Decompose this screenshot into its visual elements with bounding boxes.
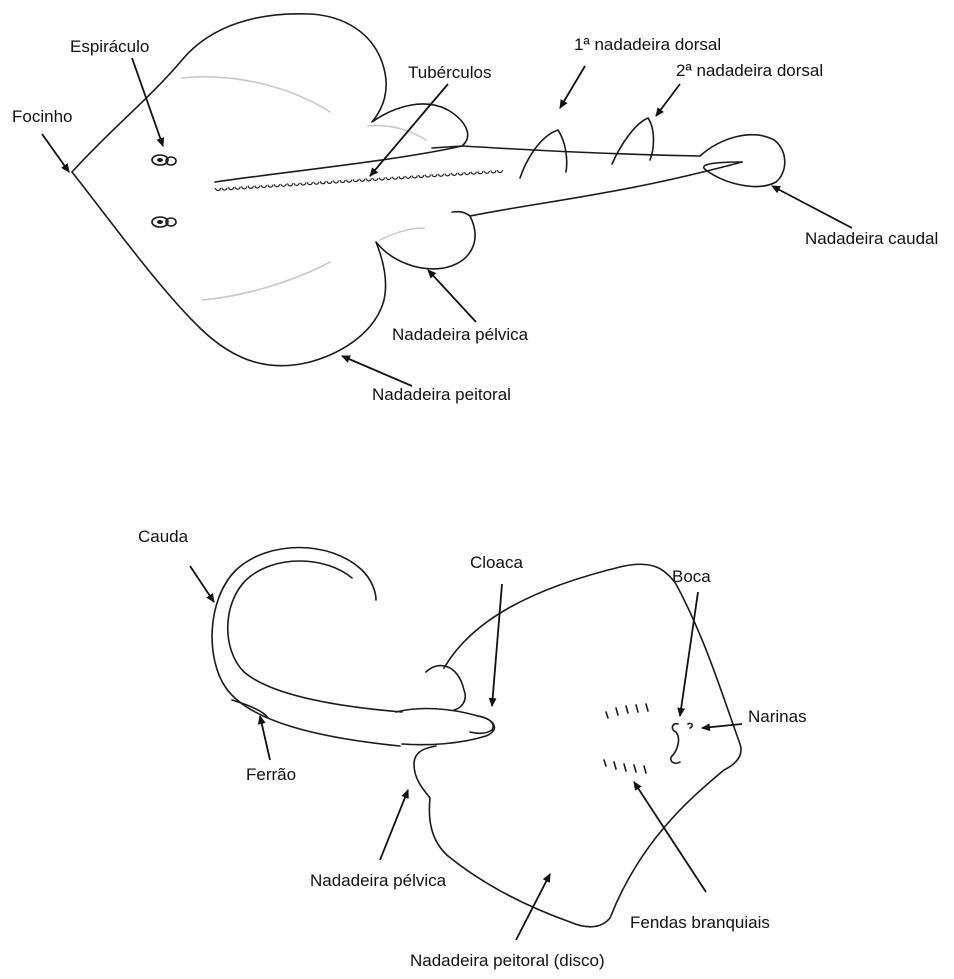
tubercle: [419, 175, 424, 178]
arrow-focinho: [42, 134, 69, 172]
stingray-cloaca: [470, 716, 493, 733]
tubercle: [261, 185, 266, 188]
tubercle: [353, 179, 358, 182]
label-espiraculo: Espiráculo: [70, 37, 149, 56]
tubercle: [412, 175, 417, 178]
tubercle: [255, 185, 260, 188]
arrow-cauda: [190, 566, 214, 602]
tubercle: [445, 173, 450, 176]
tubercle: [268, 185, 273, 188]
label-pelvica-top: Nadadeira pélvica: [392, 325, 529, 344]
tubercle: [393, 177, 398, 180]
stingray-disc-outline: [414, 564, 741, 927]
tubercle: [242, 186, 247, 189]
arrow-espiraculo: [132, 58, 163, 146]
label-fendas: Fendas branquiais: [630, 913, 770, 932]
tubercle: [498, 170, 503, 173]
label-dorsal-1: 1ª nadadeira dorsal: [574, 35, 721, 54]
tubercle: [471, 172, 476, 175]
arrow-peitoral-top: [342, 356, 412, 386]
tubercle: [452, 173, 457, 176]
label-peitoral-top: Nadadeira peitoral: [372, 385, 511, 404]
tubercle: [347, 180, 352, 183]
tubercle: [379, 178, 384, 181]
tubercle: [366, 178, 371, 181]
skate-spiracle-upper: [152, 155, 176, 165]
label-narinas: Narinas: [748, 707, 807, 726]
tubercle: [334, 180, 339, 183]
arrow-pelvica-top: [428, 270, 476, 322]
label-peitoral-disco: Nadadeira peitoral (disco): [410, 951, 605, 970]
arrow-dorsal-2: [656, 84, 680, 116]
arrow-cloaca: [492, 584, 502, 706]
skate-dorsal-fin-2: [612, 118, 654, 164]
stingray-gill-slits-upper: [606, 704, 648, 718]
arrow-caudal: [772, 186, 852, 228]
label-cloaca: Cloaca: [470, 553, 523, 572]
skate-faint-line-1: [182, 77, 330, 112]
label-focinho: Focinho: [12, 107, 72, 126]
label-cauda: Cauda: [138, 527, 189, 546]
tubercle: [425, 175, 430, 178]
stingray-ventral-view: Cauda Cloaca Boca Narinas Ferrão Nadadei…: [138, 527, 807, 970]
tubercle: [491, 170, 496, 173]
arrow-dorsal-1: [560, 66, 585, 108]
tubercle: [386, 177, 391, 180]
arrow-pelvica-bottom: [380, 790, 408, 860]
tubercle: [216, 188, 221, 191]
tubercle: [465, 172, 470, 175]
label-pelvica-bottom: Nadadeira pélvica: [310, 871, 447, 890]
tubercle: [294, 183, 299, 186]
tubercle: [399, 176, 404, 179]
skate-dorsal-fin-1: [520, 130, 567, 178]
label-dorsal-2: 2ª nadadeira dorsal: [676, 61, 823, 80]
tubercle: [438, 174, 443, 177]
arrow-narinas: [702, 724, 742, 728]
tubercle: [301, 183, 306, 186]
skate-faint-line-4: [380, 228, 424, 240]
stingray-gill-slits-lower: [604, 760, 646, 773]
skate-tubercle-row: [216, 170, 503, 191]
tubercle: [432, 174, 437, 177]
arrow-fendas: [634, 782, 706, 892]
skate-faint-line-3: [202, 262, 330, 300]
arrow-peitoral-disco: [516, 874, 550, 940]
tubercle: [406, 176, 411, 179]
stingray-mouth: [671, 723, 692, 763]
tubercle: [222, 188, 227, 191]
label-ferrao: Ferrão: [246, 765, 296, 784]
skate-tail-outline: [452, 146, 742, 216]
label-caudal: Nadadeira caudal: [805, 229, 938, 248]
tubercle: [314, 182, 319, 185]
skate-caudal-fin: [700, 135, 785, 187]
arrow-tuberculos: [370, 84, 448, 176]
tubercle: [248, 186, 253, 189]
tubercle: [484, 171, 489, 174]
tubercle: [235, 187, 240, 190]
tubercle: [340, 180, 345, 183]
tubercle: [320, 181, 325, 184]
tubercle: [275, 184, 280, 187]
stingray-tail-outline: [212, 548, 402, 747]
tubercle: [307, 182, 312, 185]
skate-faint-line-2: [368, 126, 426, 140]
tubercle: [281, 184, 286, 187]
label-boca: Boca: [672, 567, 711, 586]
label-tuberculos: Tubérculos: [408, 63, 491, 82]
skate-spiracle-lower: [152, 217, 176, 227]
skate-dorsal-view: Focinho Espiráculo Tubérculos 1ª nadadei…: [12, 14, 938, 404]
tubercle: [360, 179, 365, 182]
tubercle: [229, 187, 234, 190]
tubercle: [373, 178, 378, 181]
tubercle: [327, 181, 332, 184]
arrow-ferrao: [260, 716, 270, 760]
tubercle: [478, 171, 483, 174]
tubercle: [288, 183, 293, 186]
tubercle: [458, 173, 463, 176]
